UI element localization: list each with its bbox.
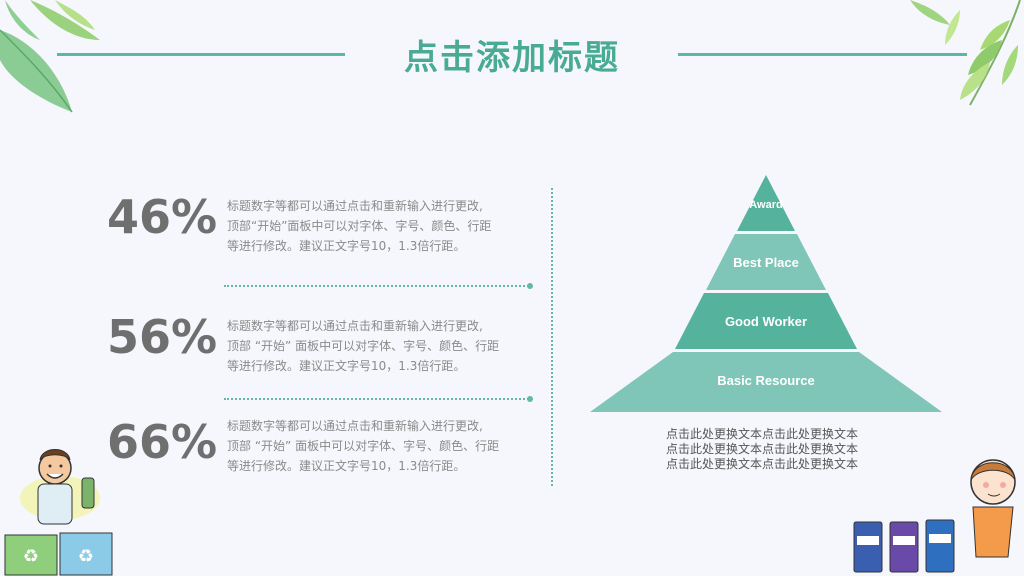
stat-description: 标题数字等都可以通过点击和重新输入进行更改, 顶部 “开始” 面板中可以对字体、… — [227, 416, 527, 476]
dotted-divider — [224, 285, 529, 287]
stat-description-line: 标题数字等都可以通过点击和重新输入进行更改, — [227, 199, 483, 213]
stat-value: 56% — [107, 310, 218, 364]
pyramid-tier-best-place — [706, 234, 826, 290]
pyramid-label: Best Place — [733, 255, 799, 270]
caption-line: 点击此处更换文本点击此处更换文本 — [665, 442, 858, 456]
divider-dot — [527, 283, 533, 289]
pyramid-tier-good-worker — [675, 293, 857, 349]
stat-description-line: 标题数字等都可以通过点击和重新输入进行更改, — [227, 419, 483, 433]
stat-description-line: 顶部 “开始” 面板中可以对字体、字号、颜色、行距 — [227, 439, 500, 453]
pyramid-label: Basic Resource — [717, 373, 815, 388]
stat-description: 标题数字等都可以通过点击和重新输入进行更改, 顶部“开始”面板中可以对字体、字号… — [227, 196, 527, 256]
caption-line: 点击此处更换文本点击此处更换文本 — [665, 427, 858, 441]
stat-description: 标题数字等都可以通过点击和重新输入进行更改, 顶部 “开始” 面板中可以对字体、… — [227, 316, 527, 376]
man-recycling-icon: ♻ ♻ — [4, 449, 113, 576]
girl-recycling-bins-icon — [853, 459, 1016, 573]
pyramid-label: Good Worker — [725, 314, 807, 329]
stat-description-line: 等进行修改。建议正文字号10，1.3倍行距。 — [227, 459, 466, 473]
stat-description-line: 等进行修改。建议正文字号10，1.3倍行距。 — [227, 359, 466, 373]
dotted-divider — [224, 398, 529, 400]
caption-line: 点击此处更换文本点击此处更换文本 — [665, 457, 858, 471]
title-line-right — [678, 53, 967, 56]
stat-description-line: 标题数字等都可以通过点击和重新输入进行更改, — [227, 319, 483, 333]
pyramid-label: Award — [749, 199, 782, 211]
stat-description-line: 顶部 “开始” 面板中可以对字体、字号、颜色、行距 — [227, 339, 500, 353]
divider-dot — [527, 396, 533, 402]
pyramid-diagram: Award Best Place Good Worker Basic Resou… — [590, 175, 942, 412]
dotted-vertical-divider — [551, 188, 553, 486]
leaf-icon — [910, 0, 1021, 106]
pyramid-tier-basic-resource — [590, 352, 942, 412]
pyramid-caption: 点击此处更换文本点击此处更换文本 点击此处更换文本点击此处更换文本 点击此处更换… — [632, 427, 892, 472]
stat-value: 46% — [107, 190, 218, 244]
stat-description-line: 等进行修改。建议正文字号10，1.3倍行距。 — [227, 239, 466, 253]
stat-value: 66% — [107, 415, 218, 469]
page-title: 点击添加标题 — [404, 38, 620, 78]
pyramid-tier-award — [737, 175, 795, 231]
svg-text:♻: ♻ — [23, 546, 39, 567]
svg-text:♻: ♻ — [78, 546, 94, 567]
stat-description-line: 顶部“开始”面板中可以对字体、字号、颜色、行距 — [227, 219, 492, 233]
title-line-left — [57, 53, 345, 56]
leaf-icon — [0, 0, 100, 113]
